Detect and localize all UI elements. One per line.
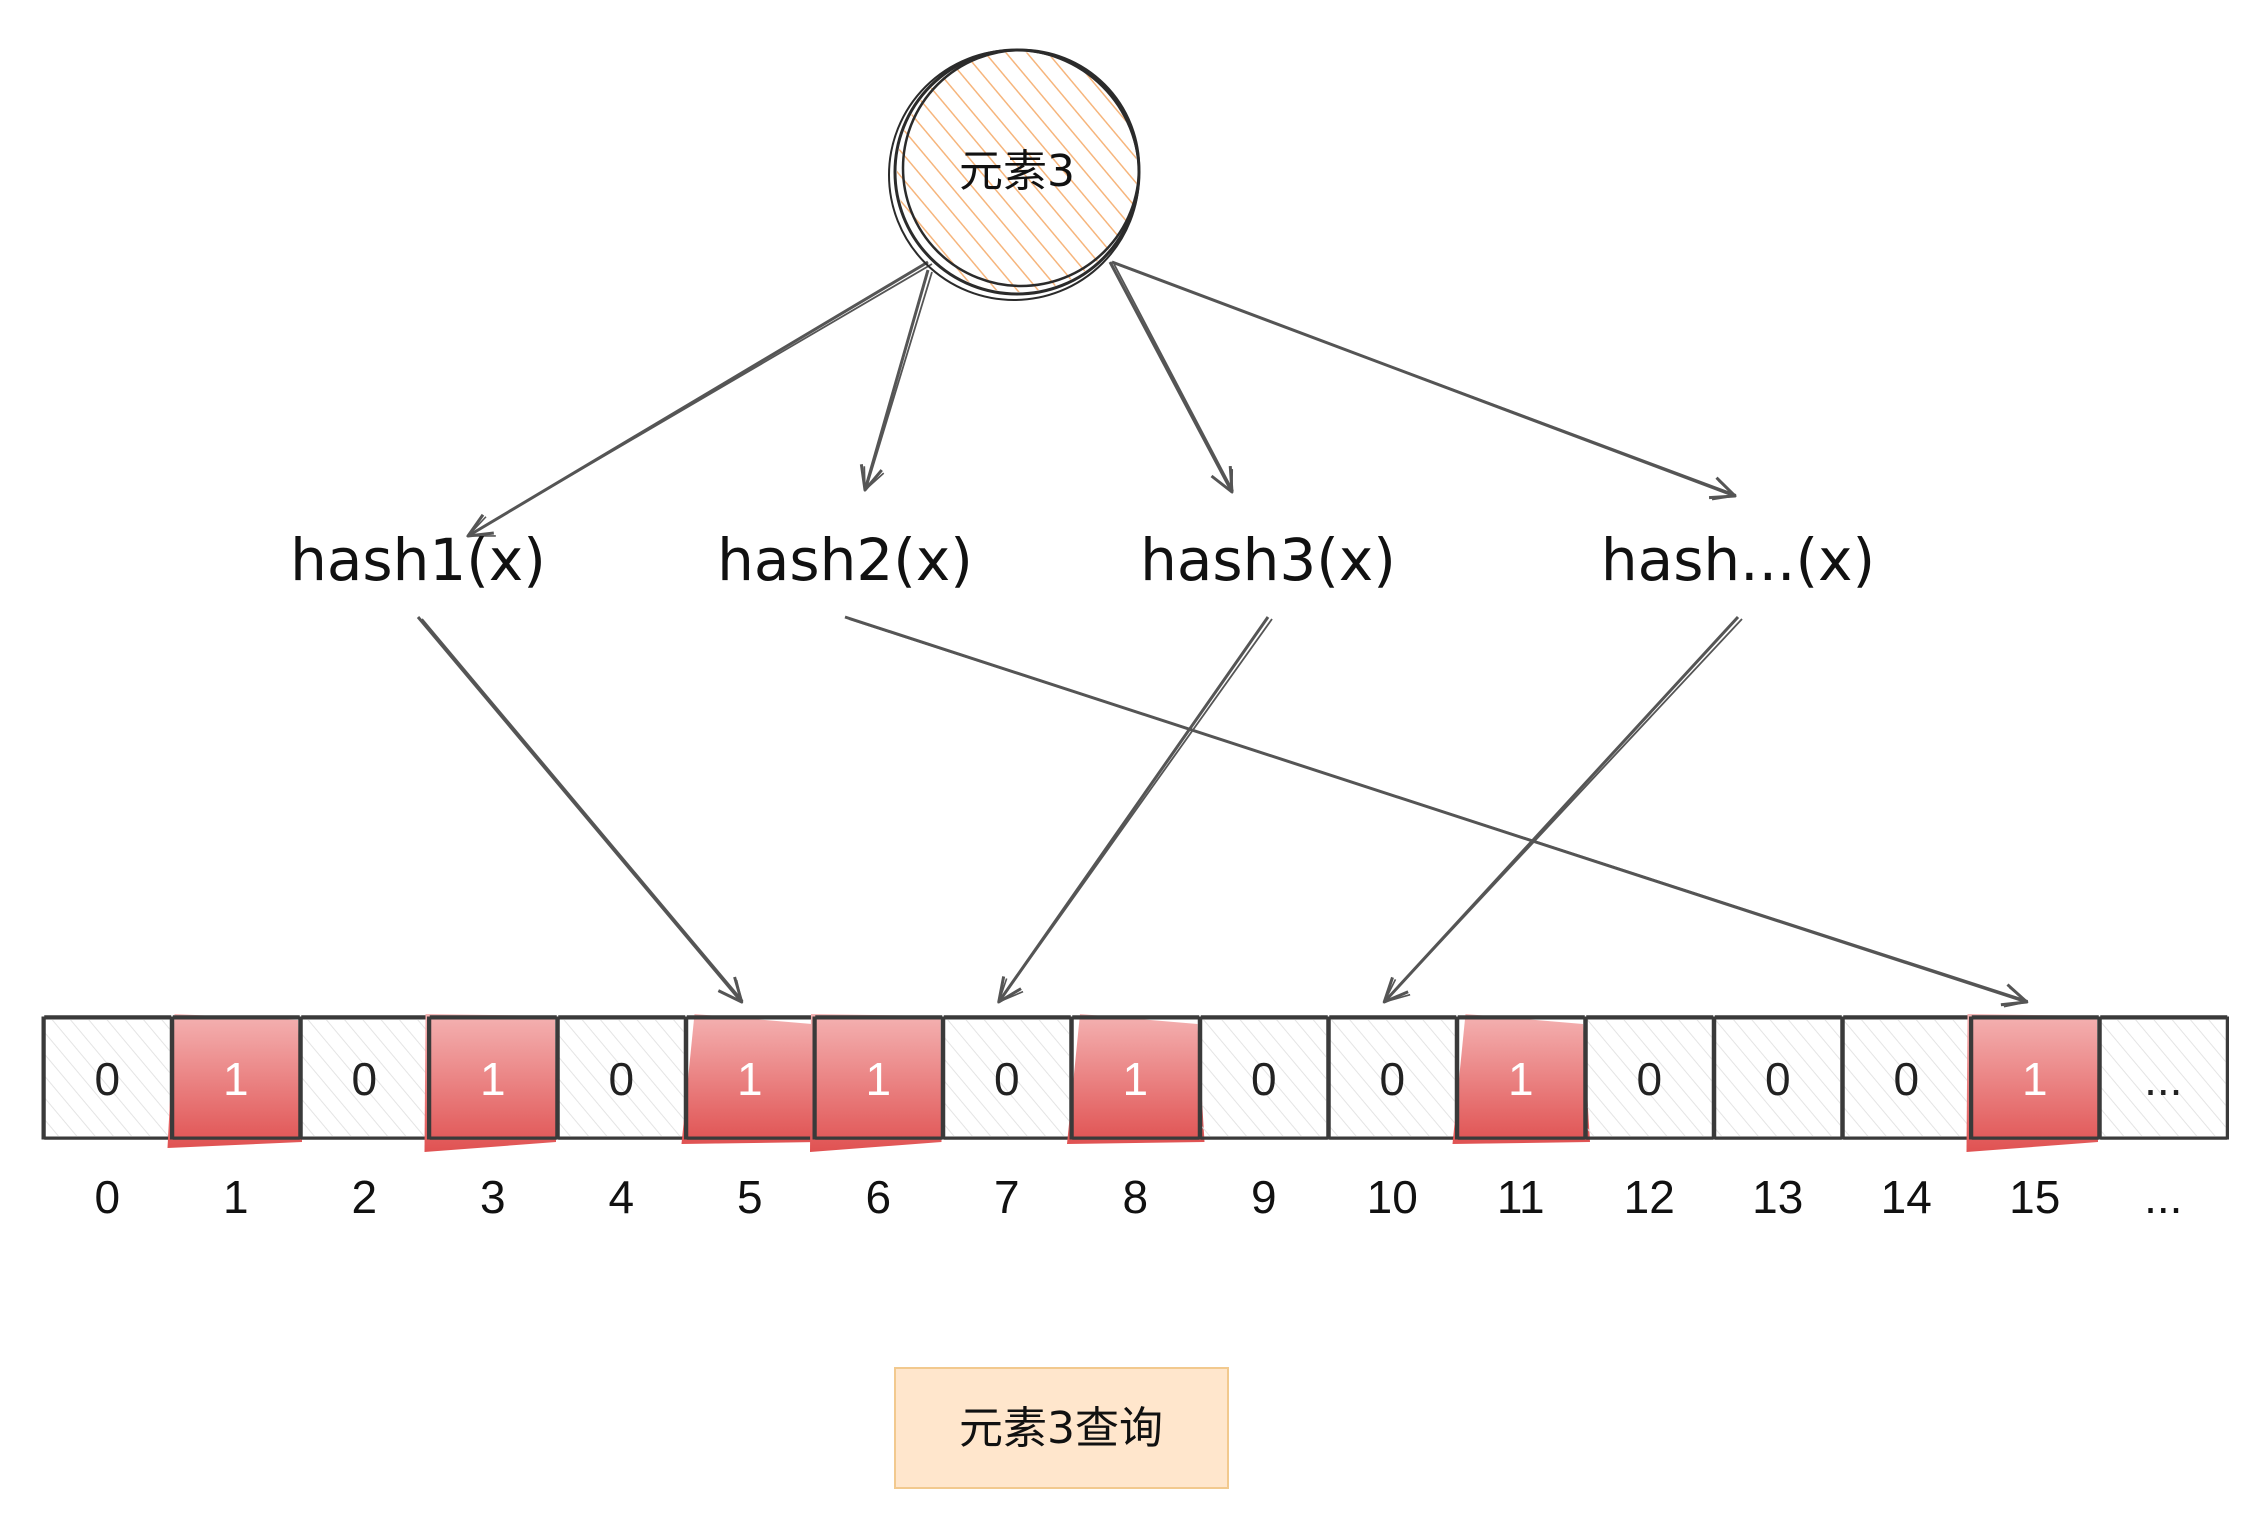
bit-cell-value: 1 bbox=[737, 1053, 763, 1105]
bit-cell: 0 bbox=[1326, 1015, 1458, 1140]
bit-cell-border-sketch bbox=[2100, 1015, 2228, 1140]
bit-array: 0 1 0 1 0 1 1 0 1 0 0 1 0 0 0 1... bbox=[41, 1014, 2229, 1152]
bit-cell-fill bbox=[2101, 1020, 2226, 1136]
index-label: 9 bbox=[1251, 1171, 1277, 1223]
index-label: 5 bbox=[737, 1171, 763, 1223]
index-label: 0 bbox=[94, 1171, 120, 1223]
bit-cell-fill bbox=[302, 1020, 427, 1136]
bit-cell-fill bbox=[1330, 1020, 1455, 1136]
index-label: 13 bbox=[1752, 1171, 1803, 1223]
bit-cell-fill bbox=[1844, 1020, 1969, 1136]
hash-to-bit-arrow bbox=[1382, 615, 1743, 1004]
hash-function-labels: hash1(x) hash2(x) hash3(x) hash...(x) bbox=[290, 526, 1875, 594]
bit-cell-value: 0 bbox=[1251, 1053, 1277, 1105]
index-label: 3 bbox=[480, 1171, 506, 1223]
index-label: 6 bbox=[865, 1171, 891, 1223]
bit-cell-fill bbox=[424, 1014, 556, 1152]
element-to-hash-arrow bbox=[466, 260, 933, 538]
caption-background bbox=[894, 1367, 1229, 1489]
bit-cell: 0 bbox=[1583, 1015, 1715, 1140]
bit-cell-value: 1 bbox=[1508, 1053, 1534, 1105]
bit-cell-fill bbox=[1715, 1020, 1840, 1136]
bit-cell: 1 bbox=[1966, 1014, 2101, 1152]
bit-cell: 0 bbox=[1840, 1015, 1972, 1140]
bit-cell-value: 1 bbox=[865, 1053, 891, 1105]
bit-cell-fill bbox=[1201, 1020, 1326, 1136]
bit-cell-fill bbox=[559, 1020, 684, 1136]
bit-cell-border bbox=[2097, 1016, 2229, 1140]
bit-cell-value: 0 bbox=[94, 1053, 120, 1105]
element-to-hash-arrow bbox=[859, 269, 933, 492]
hash-label-3: hash3(x) bbox=[1140, 526, 1396, 594]
bit-cell: 1 bbox=[1452, 1014, 1590, 1144]
element-label: 元素3 bbox=[959, 146, 1075, 197]
bit-cell-fill bbox=[1452, 1014, 1590, 1144]
bit-cell-value: ... bbox=[2144, 1053, 2182, 1105]
bit-cell-value: 0 bbox=[1379, 1053, 1405, 1105]
bit-cell-value: 0 bbox=[608, 1053, 634, 1105]
index-label: 4 bbox=[608, 1171, 634, 1223]
bit-cell-fill bbox=[167, 1014, 302, 1148]
bit-cell: 0 bbox=[41, 1015, 173, 1140]
element-to-hash-arrow bbox=[1111, 260, 1737, 501]
bit-cell: 1 bbox=[1067, 1014, 1205, 1144]
index-label: 11 bbox=[1497, 1171, 1545, 1223]
bit-cell-value: 0 bbox=[1893, 1053, 1919, 1105]
index-label: 15 bbox=[2009, 1171, 2060, 1223]
bit-cell: 1 bbox=[810, 1014, 944, 1152]
bit-cell: 0 bbox=[1712, 1015, 1844, 1140]
hash-to-bit-arrow bbox=[997, 616, 1273, 1004]
index-label: 12 bbox=[1624, 1171, 1675, 1223]
index-label: 1 bbox=[223, 1171, 249, 1223]
bit-cell-value: 0 bbox=[994, 1053, 1020, 1105]
bit-cell-fill bbox=[45, 1020, 170, 1136]
bit-cell: 1 bbox=[424, 1014, 559, 1152]
bit-cell-value: 1 bbox=[223, 1053, 249, 1105]
element-circle-outline-sketch-2 bbox=[888, 49, 1140, 301]
index-label: 14 bbox=[1881, 1171, 1932, 1223]
element-node: 元素3 bbox=[888, 48, 1141, 301]
bit-cell-fill bbox=[1067, 1014, 1205, 1144]
index-label: 2 bbox=[351, 1171, 377, 1223]
bit-cell: ... bbox=[2097, 1015, 2229, 1140]
bit-cell: 0 bbox=[555, 1015, 687, 1140]
bit-cell-value: 0 bbox=[1765, 1053, 1791, 1105]
bit-cell-value: 0 bbox=[351, 1053, 377, 1105]
caption-box: 元素3查询 bbox=[894, 1367, 1229, 1489]
hash-label-more: hash...(x) bbox=[1601, 526, 1875, 594]
element-circle-fill bbox=[897, 52, 1137, 292]
bit-cell-value: 1 bbox=[1122, 1053, 1148, 1105]
bit-cell-fill bbox=[1966, 1014, 2098, 1152]
bit-cell-value: 1 bbox=[480, 1053, 506, 1105]
bit-cell: 1 bbox=[167, 1014, 302, 1148]
bit-cell: 0 bbox=[298, 1015, 430, 1140]
bit-cell-fill bbox=[1587, 1020, 1712, 1136]
hash-label-2: hash2(x) bbox=[717, 526, 973, 594]
bit-cell-value: 0 bbox=[1636, 1053, 1662, 1105]
caption-text: 元素3查询 bbox=[959, 1403, 1163, 1454]
index-label: 8 bbox=[1122, 1171, 1148, 1223]
bit-cell-value: 1 bbox=[2022, 1053, 2048, 1105]
index-label: 10 bbox=[1367, 1171, 1418, 1223]
hash-to-bit-arrow bbox=[416, 616, 744, 1004]
index-label: 7 bbox=[994, 1171, 1020, 1223]
element-to-hash-arrow bbox=[1108, 261, 1234, 494]
index-label: ... bbox=[2144, 1171, 2182, 1223]
bit-cell-fill bbox=[810, 1014, 942, 1152]
bit-cell: 0 bbox=[1198, 1015, 1330, 1140]
hash-label-1: hash1(x) bbox=[290, 526, 546, 594]
bit-cell-fill bbox=[681, 1014, 819, 1144]
arrows-layer bbox=[416, 260, 2029, 1008]
bit-cell-fill bbox=[944, 1020, 1069, 1136]
bit-cell: 1 bbox=[681, 1014, 819, 1144]
hash-to-bit-arrow bbox=[844, 615, 2029, 1008]
bit-cell: 0 bbox=[941, 1015, 1073, 1140]
